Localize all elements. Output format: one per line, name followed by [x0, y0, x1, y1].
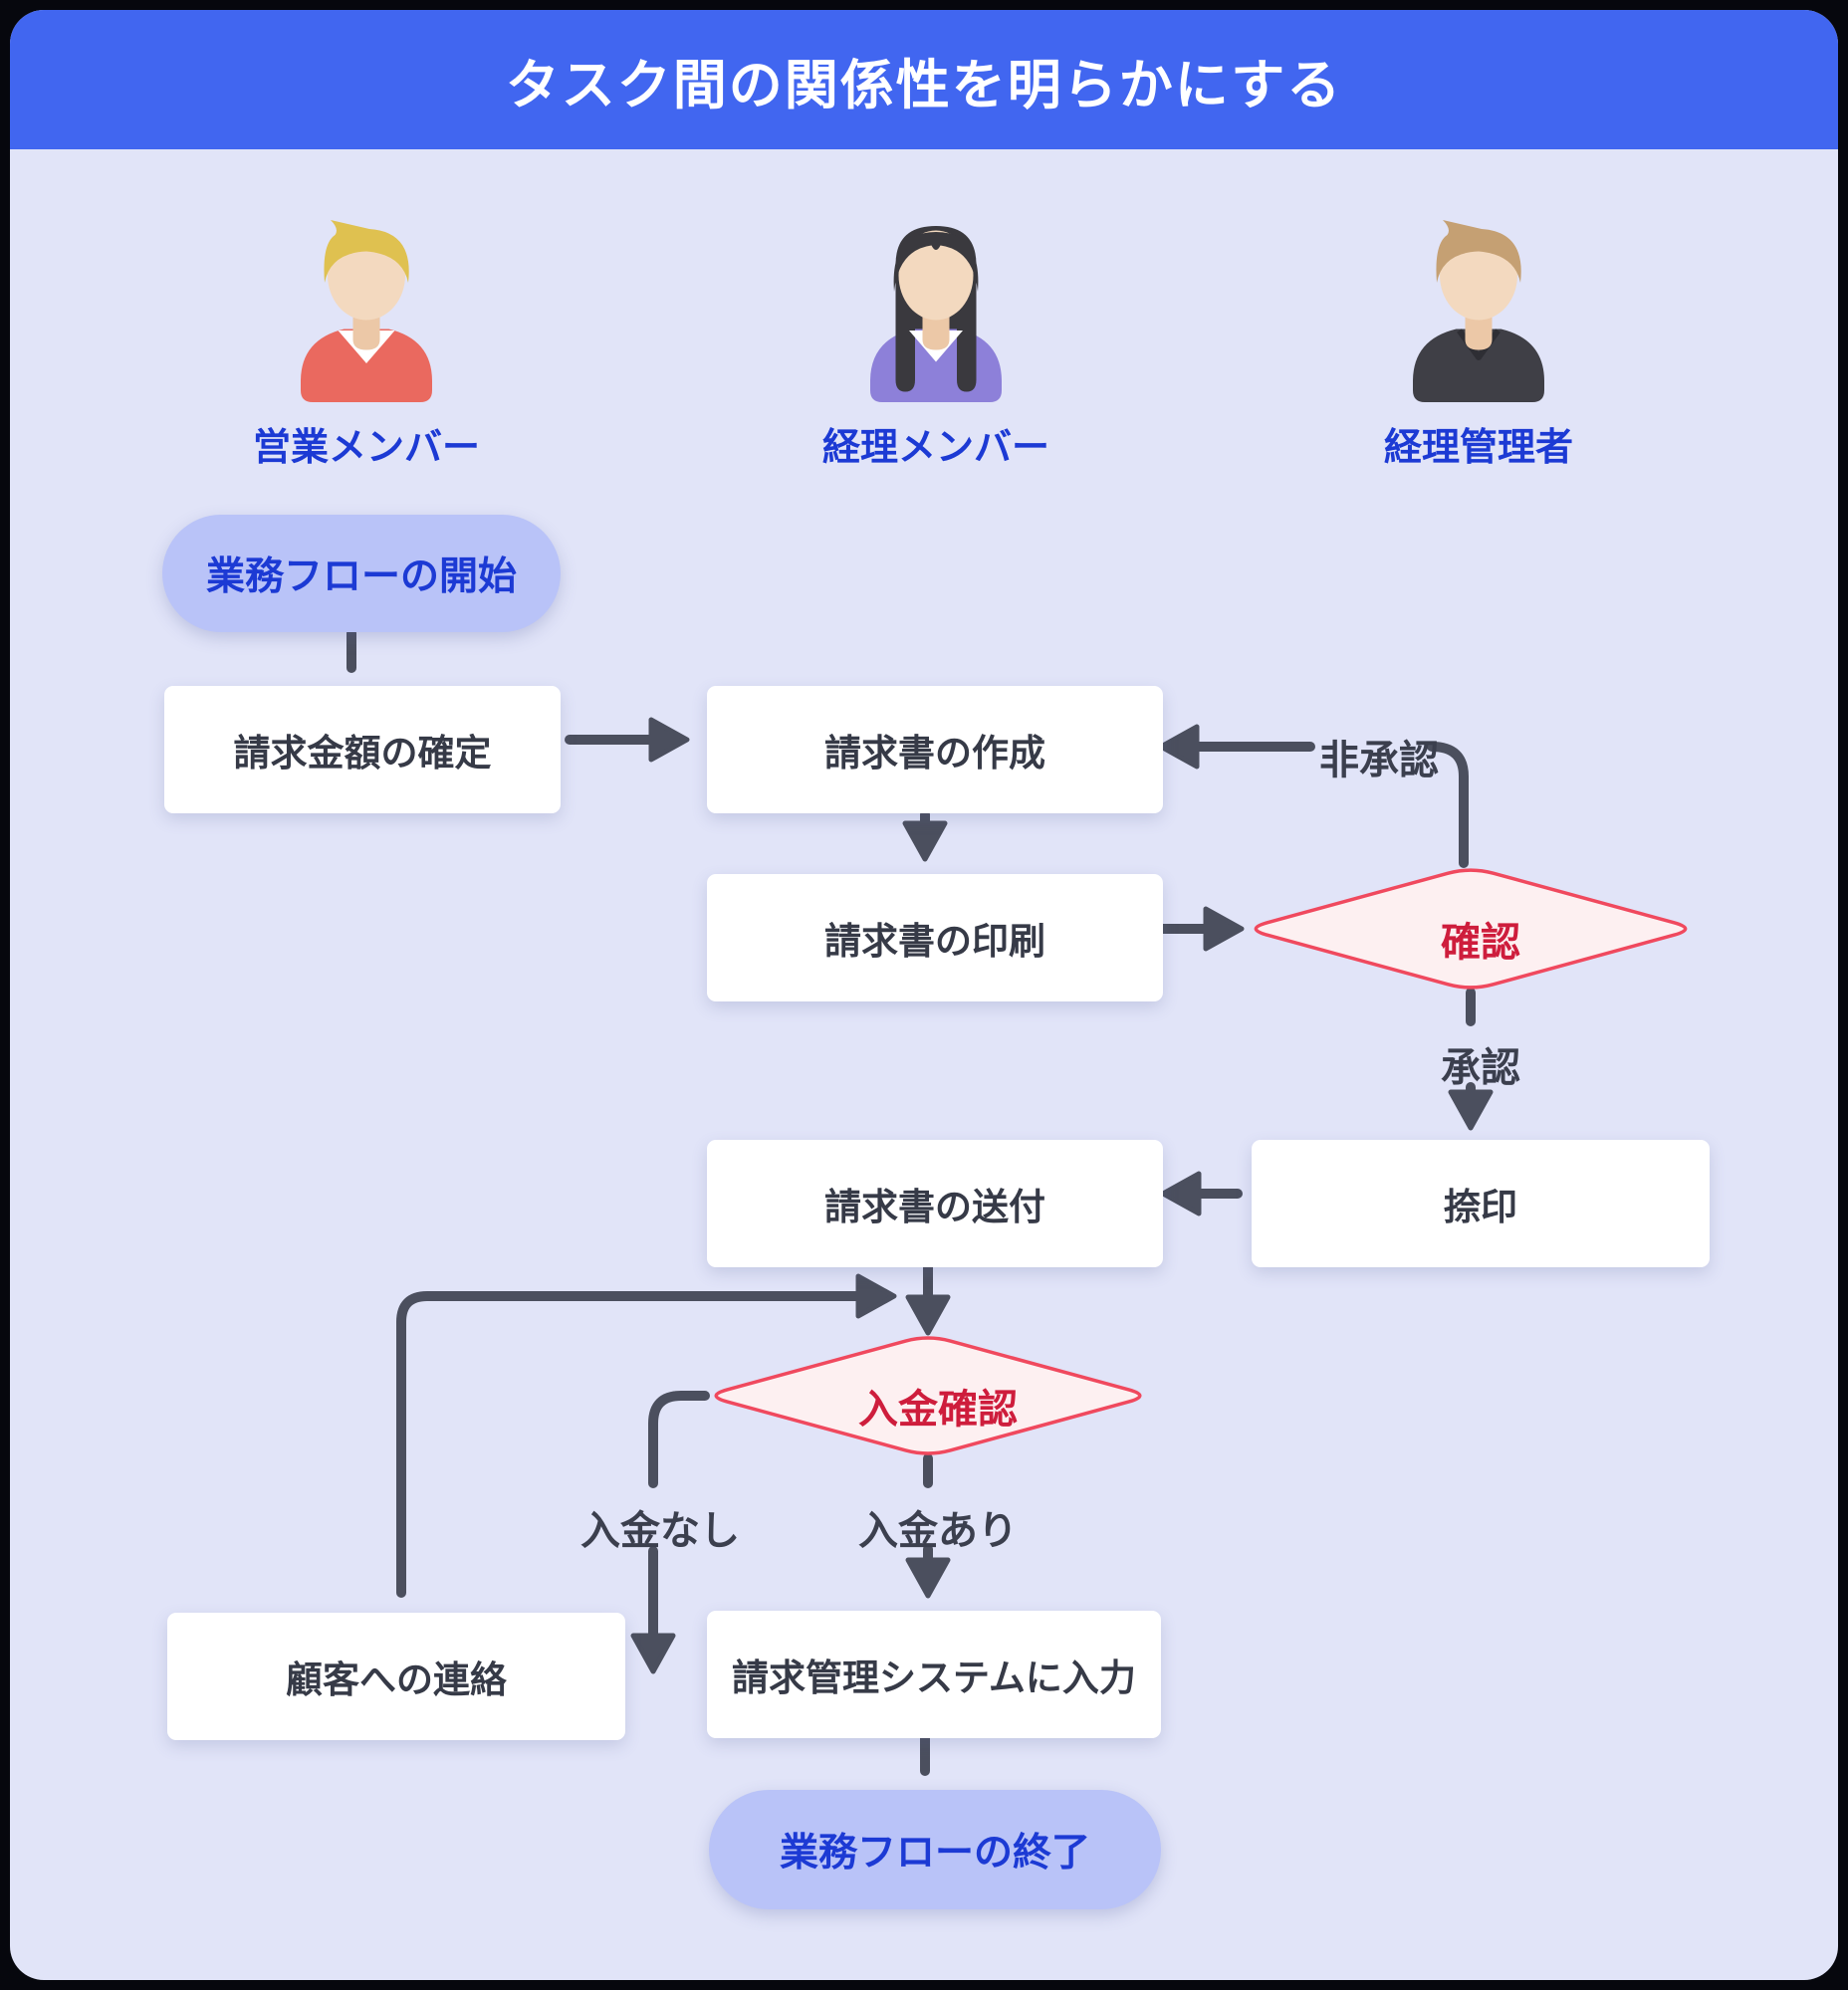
node-enter-system: 請求管理システムに入力 [707, 1611, 1161, 1738]
arrow-create-to-print [902, 809, 948, 862]
arrow-fix-amount-to-create-invoice [565, 717, 690, 763]
role-label-accounting: 経理メンバー [821, 427, 1050, 469]
edge-label-no-payment: 入金なし [580, 1509, 740, 1553]
node-end: 業務フローの終了 [709, 1790, 1161, 1909]
edge-label-approved: 承認 [1441, 1046, 1520, 1090]
avatar-hair-fringe [893, 232, 979, 292]
node-create-invoice: 請求書の作成 [707, 686, 1163, 813]
node-check-label: 確認 [1441, 921, 1520, 965]
arrow-send-to-payment-check [905, 1258, 951, 1336]
node-start: 業務フローの開始 [162, 515, 561, 632]
avatar-face [898, 230, 974, 321]
avatar-hair-left [895, 296, 915, 392]
node-stamp: 捺印 [1252, 1140, 1710, 1267]
node-print-invoice: 請求書の印刷 [707, 874, 1163, 1001]
accounting-manager-avatar [1413, 220, 1544, 402]
avatar-hair [1436, 220, 1521, 283]
avatar-hair [324, 220, 409, 283]
role-label-sales: 営業メンバー [252, 427, 481, 469]
role-label-manager: 経理管理者 [1383, 427, 1574, 469]
sales-member-avatar [301, 220, 432, 402]
accounting-member-avatar [870, 226, 1002, 402]
node-send-invoice: 請求書の送付 [707, 1140, 1163, 1267]
node-payment-check-label: 入金確認 [858, 1388, 1018, 1432]
avatar-hair-right [957, 296, 977, 392]
node-contact-customer: 顧客への連絡 [167, 1613, 625, 1740]
avatar-shirt [301, 329, 432, 402]
avatar-shirt [1413, 329, 1544, 402]
title-bar: タスク間の関係性を明らかにする [10, 10, 1838, 149]
arrow-print-to-check [1158, 906, 1245, 952]
edge-label-payment-received: 入金あり [858, 1509, 1018, 1553]
page-title: タスク間の関係性を明らかにする [505, 55, 1343, 115]
arrow-stamp-to-send [1160, 1171, 1243, 1216]
edge-label-not-approved: 非承認 [1319, 739, 1439, 782]
diagram-background: タスク間の関係性を明らかにする 営業メンバー 経理メンバー [10, 10, 1838, 1980]
node-fix-amount: 請求金額の確定 [164, 686, 561, 813]
